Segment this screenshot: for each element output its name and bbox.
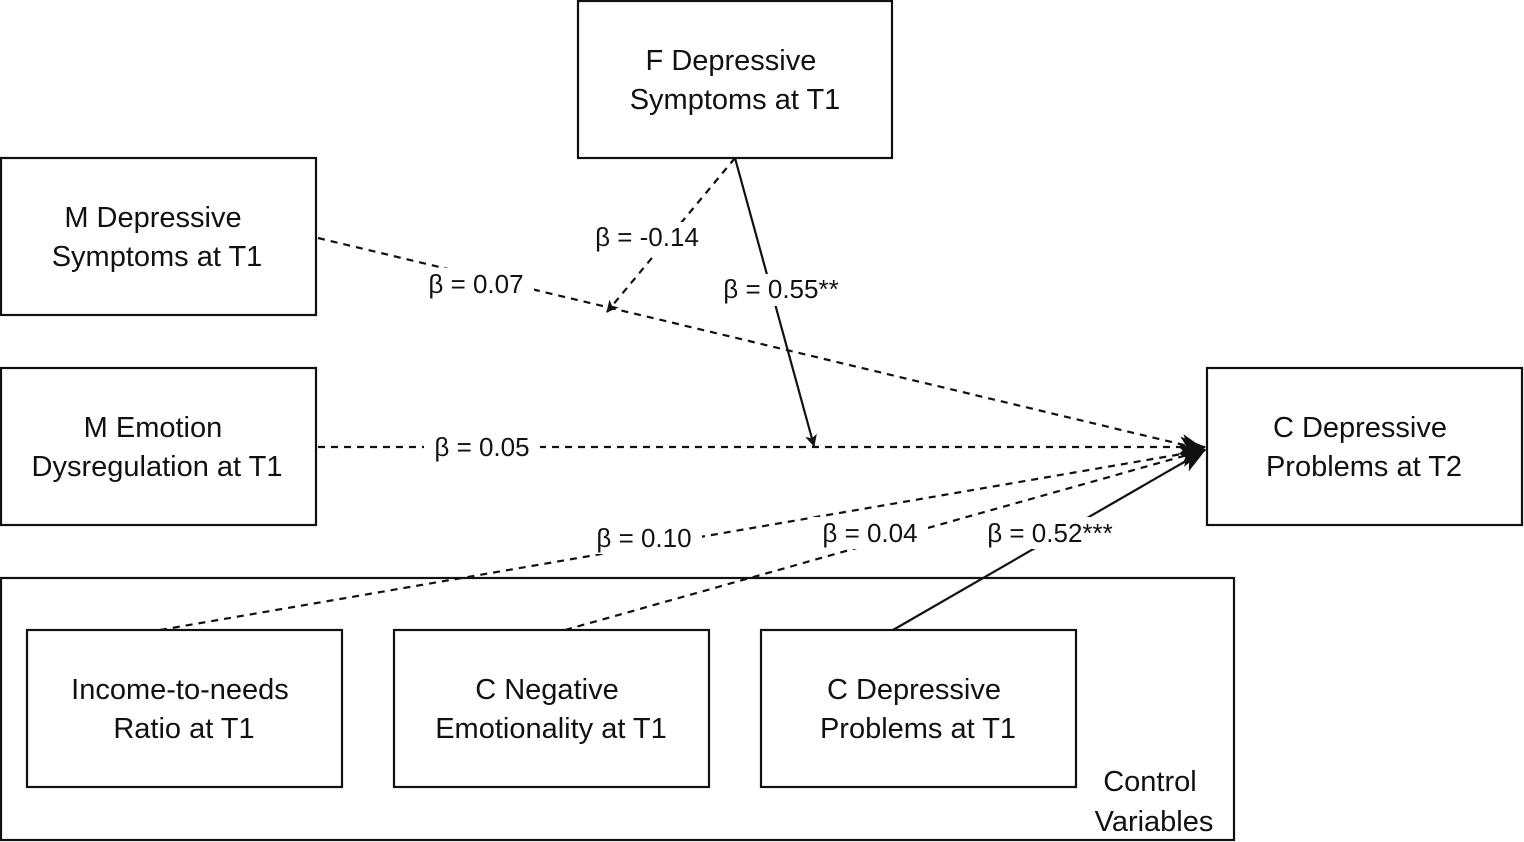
edge-label-m-dep: β = 0.07 [428, 269, 523, 299]
node-c-negative-emotionality: C Negative Emotionality at T1 [392, 628, 711, 789]
svg-text:M Depressive Symptoms at: M Depressive Symptoms at T1 [52, 202, 263, 273]
node-income-to-needs: Income-to-needs Ratio at T1 [25, 628, 344, 789]
node-f-depressive-symptoms: F Depressive Symptoms at T1 [576, 0, 894, 160]
svg-text:M Emotion Dysregulation: M Emotion Dysregulation at T1 [32, 412, 283, 483]
edge-label-m-emo: β = 0.05 [434, 432, 529, 462]
svg-text:C Depressive Problems at: C Depressive Problems at T1 [820, 674, 1016, 745]
edge-label-c-dep-t1: β = 0.52*** [987, 518, 1113, 548]
svg-text:C Depressive Problems at: C Depressive Problems at T2 [1266, 412, 1462, 483]
control-variables-group [0, 576, 1236, 842]
node-c-depressive-problems-t1: C Depressive Problems at T1 [759, 628, 1078, 789]
svg-text:Income-to-needs Ratio at: Income-to-needs Ratio at T1 [71, 674, 297, 745]
node-m-depressive-symptoms: M Depressive Symptoms at T1 [0, 156, 318, 317]
node-m-emotion-dysregulation: M Emotion Dysregulation at T1 [0, 366, 318, 527]
edge-label-income: β = 0.10 [596, 523, 691, 553]
edge-c-neg-to-c-dep-t2 [564, 446, 1207, 632]
svg-text:C Negative Emotionality: C Negative Emotionality at T1 [435, 674, 667, 745]
edge-m-dep-to-c-dep-t2 [317, 236, 1207, 455]
control-variables-label: Control Variables [1095, 766, 1214, 838]
edge-label-f-dep-m-dep: β = -0.14 [595, 222, 699, 252]
svg-text:F Depressive Symptoms at: F Depressive Symptoms at T1 [630, 45, 841, 116]
edge-label-f-dep-m-emo: β = 0.55** [723, 274, 838, 304]
node-c-depressive-problems-t2: C Depressive Problems at T2 [1205, 366, 1524, 527]
edge-label-c-neg: β = 0.04 [822, 518, 917, 548]
